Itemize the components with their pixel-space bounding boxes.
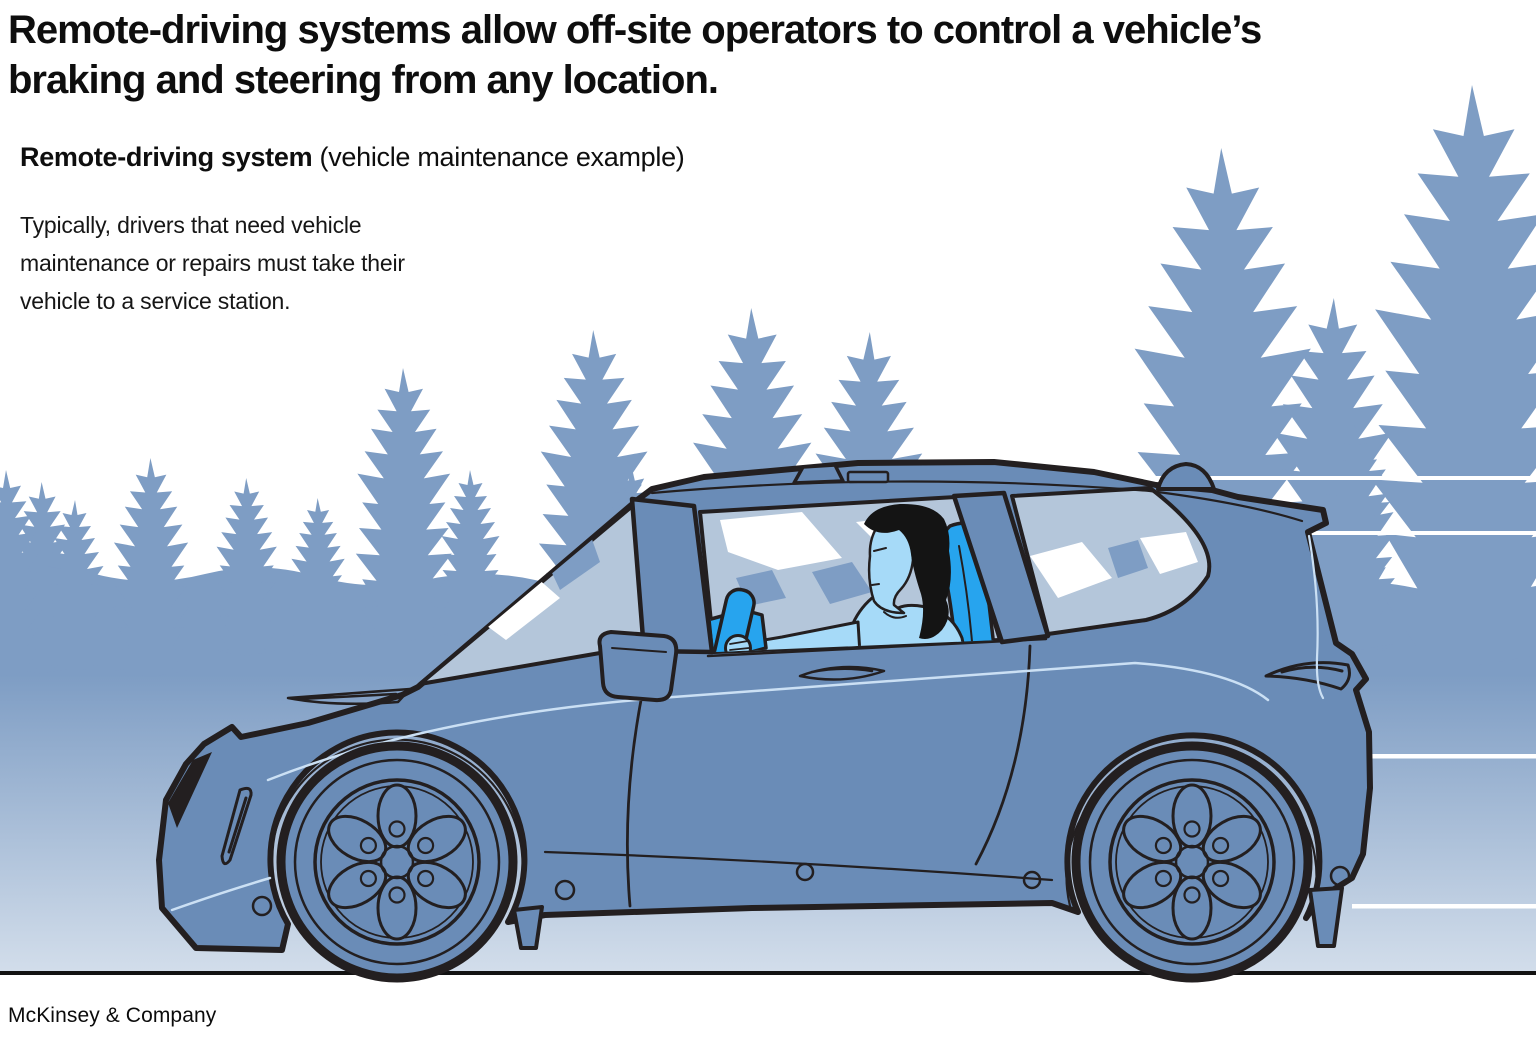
- page-title: Remote-driving systems allow off-site op…: [8, 5, 1488, 105]
- mud-flaps: [512, 886, 1344, 950]
- body-detail-lines: [220, 480, 1351, 917]
- description-line-3: vehicle to a service station.: [20, 288, 291, 314]
- brand-wordmark: McKinsey & Company: [8, 1004, 217, 1027]
- fender-vent: [220, 786, 253, 866]
- front-wheel: [281, 746, 513, 978]
- description-line-1: Typically, drivers that need vehicle: [20, 212, 362, 238]
- a-pillar: [629, 496, 715, 655]
- description-line-2: maintenance or repairs must take their: [20, 250, 405, 276]
- description-text: Typically, drivers that need vehicle mai…: [20, 206, 405, 320]
- body-accent-lines: [170, 534, 1325, 912]
- rear-wheel: [1076, 746, 1308, 978]
- taillight: [1264, 661, 1351, 691]
- side-mirror: [597, 630, 679, 703]
- headline-line-1: Remote-driving systems allow off-site op…: [8, 8, 1262, 52]
- roof-rail: [846, 470, 890, 484]
- wiper: [286, 687, 412, 706]
- driver-hair: [864, 503, 951, 639]
- subtitle-qualifier: (vehicle maintenance example): [312, 142, 685, 172]
- headline-line-2: braking and steering from any location.: [8, 58, 719, 102]
- roof-mount: [792, 463, 845, 485]
- car: [156, 459, 1373, 978]
- section-subtitle: Remote-driving system (vehicle maintenan…: [20, 142, 685, 173]
- ground-line: [0, 971, 1536, 975]
- cabin-interior: [468, 503, 1198, 676]
- shark-fin-antenna: [1156, 462, 1216, 491]
- roof-accessories: [792, 462, 1216, 491]
- headlight-slit: [168, 752, 212, 828]
- door-handle: [798, 665, 886, 681]
- b-pillar: [951, 490, 1051, 645]
- pillars: [629, 490, 1051, 655]
- subtitle-bold-label: Remote-driving system: [20, 142, 313, 172]
- rear-door-seam: [974, 644, 1032, 866]
